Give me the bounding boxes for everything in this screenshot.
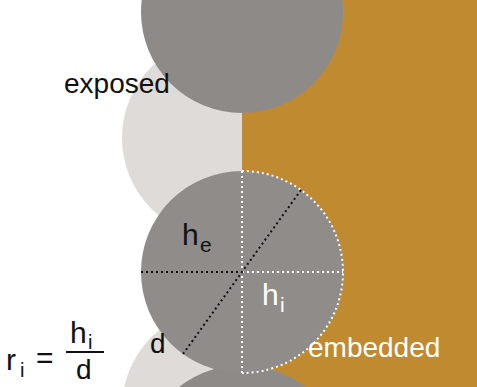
formula-symbol: = <box>36 343 54 373</box>
subscript: i <box>280 294 285 315</box>
formula-symbol: r <box>6 345 16 375</box>
formula-symbol: d <box>76 356 92 384</box>
symbol: h <box>262 280 279 310</box>
subscript: e <box>200 234 212 255</box>
formula-subscript: i <box>88 332 92 352</box>
formula-symbol: h <box>70 318 87 348</box>
radius-line <box>141 271 242 273</box>
region-label: embedded <box>308 334 440 362</box>
symbol: h <box>182 220 199 250</box>
fraction-bar <box>66 351 104 353</box>
formula-subscript: i <box>20 360 24 380</box>
radius-line <box>242 271 343 273</box>
diameter-line <box>183 190 301 354</box>
sphere <box>141 0 343 113</box>
region-label: exposed <box>64 70 170 98</box>
symbol: d <box>150 330 166 358</box>
